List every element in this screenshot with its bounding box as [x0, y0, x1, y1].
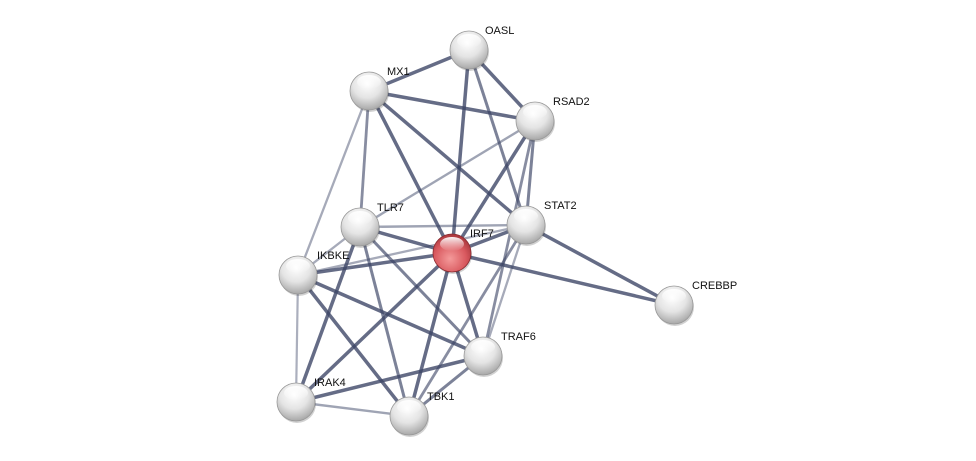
node-highlight: [286, 259, 310, 273]
edge-stat2-ikbke[interactable]: [297, 223, 527, 277]
edge-mx1-tlr7[interactable]: [358, 90, 371, 228]
node-ikbke[interactable]: IKBKE: [278, 250, 349, 296]
node-label: MX1: [387, 66, 410, 78]
edge-irf7-crebbp[interactable]: [451, 251, 675, 307]
node-highlight: [397, 400, 421, 414]
node-label: IRF7: [470, 228, 494, 240]
edge-tlr7-tbk1[interactable]: [358, 226, 411, 417]
node-highlight: [471, 340, 495, 354]
edge-rsad2-tlr7[interactable]: [359, 119, 536, 229]
edge-ikbke-traf6[interactable]: [297, 273, 484, 358]
node-traf6[interactable]: TRAF6: [463, 331, 536, 377]
node-rsad2[interactable]: RSAD2: [515, 96, 590, 142]
edge-mx1-stat2[interactable]: [367, 89, 528, 227]
edge-irak4-traf6[interactable]: [295, 354, 484, 404]
node-highlight: [440, 237, 464, 251]
node-highlight: [523, 105, 547, 119]
node-oasl[interactable]: OASL: [449, 25, 514, 71]
node-highlight: [662, 289, 686, 303]
node-tlr7[interactable]: TLR7: [340, 202, 404, 248]
edge-oasl-irf7[interactable]: [450, 49, 471, 254]
edge-mx1-irf7[interactable]: [367, 90, 454, 254]
node-irf7[interactable]: IRF7: [432, 228, 494, 274]
node-highlight: [357, 75, 381, 89]
node-highlight: [514, 209, 538, 223]
edge-mx1-ikbke[interactable]: [296, 90, 371, 276]
node-label: STAT2: [544, 200, 577, 212]
edge-stat2-crebbp[interactable]: [525, 223, 675, 307]
node-label: TLR7: [377, 202, 404, 214]
edge-stat2-traf6[interactable]: [481, 224, 528, 357]
node-irak4[interactable]: IRAK4: [276, 377, 346, 423]
node-stat2[interactable]: STAT2: [506, 200, 577, 246]
edge-mx1-rsad2[interactable]: [368, 89, 536, 123]
edge-irf7-irak4[interactable]: [294, 251, 454, 404]
edge-tlr7-stat2[interactable]: [359, 223, 527, 229]
node-label: CREBBP: [692, 280, 737, 292]
node-label: RSAD2: [553, 96, 590, 108]
edge-rsad2-traf6[interactable]: [481, 120, 537, 357]
node-highlight: [284, 386, 308, 400]
edge-irf7-ikbke[interactable]: [297, 251, 453, 277]
node-label: TBK1: [427, 391, 455, 403]
edge-tlr7-traf6[interactable]: [358, 225, 485, 358]
edge-stat2-tbk1[interactable]: [407, 224, 528, 417]
node-mx1[interactable]: MX1: [349, 66, 410, 112]
edge-ikbke-irak4[interactable]: [294, 274, 300, 403]
edge-rsad2-irf7[interactable]: [450, 120, 537, 254]
edge-ikbke-tbk1[interactable]: [296, 273, 411, 418]
node-crebbp[interactable]: CREBBP: [654, 280, 737, 326]
node-tbk1[interactable]: TBK1: [389, 391, 455, 437]
edge-oasl-stat2[interactable]: [467, 49, 528, 226]
node-label: OASL: [485, 25, 514, 37]
node-label: TRAF6: [501, 331, 536, 343]
node-highlight: [348, 211, 372, 225]
node-label: IRAK4: [314, 377, 346, 389]
node-label: IKBKE: [317, 250, 349, 262]
node-highlight: [457, 34, 481, 48]
